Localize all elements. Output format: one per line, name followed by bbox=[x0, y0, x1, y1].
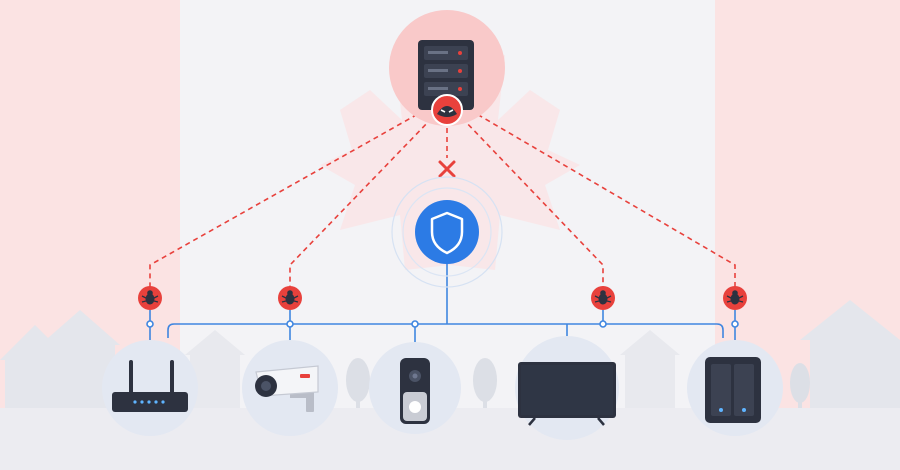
compromised-server bbox=[389, 10, 505, 126]
node-camera bbox=[286, 320, 294, 328]
maple-leaf bbox=[320, 20, 580, 270]
virus-bug-icon-camera bbox=[278, 286, 302, 310]
server-icon bbox=[418, 40, 474, 110]
shield-ring-inner bbox=[402, 187, 492, 277]
tree-2 bbox=[473, 358, 497, 410]
attack-lines bbox=[149, 109, 736, 290]
shield-badge bbox=[415, 200, 479, 264]
smart-tv-icon bbox=[518, 362, 616, 426]
node-router bbox=[146, 320, 154, 328]
house-left-3 bbox=[185, 330, 245, 410]
shield-ring-outer bbox=[391, 176, 503, 288]
house-right-1 bbox=[800, 300, 900, 410]
network-nodes bbox=[146, 320, 739, 382]
network-bus bbox=[167, 323, 724, 338]
network-storage-icon bbox=[705, 357, 761, 423]
virus-badges bbox=[138, 286, 747, 310]
protection-shield bbox=[391, 176, 503, 288]
virus-bug-icon-router bbox=[138, 286, 162, 310]
security-camera-icon bbox=[255, 365, 319, 412]
node-tv bbox=[599, 320, 607, 328]
tree-1 bbox=[346, 358, 370, 410]
device-camera bbox=[242, 340, 338, 436]
node-doorbell bbox=[411, 320, 419, 328]
attack-line-tv bbox=[461, 117, 604, 290]
tree-3 bbox=[790, 363, 810, 410]
virus-bug-icon-nas bbox=[723, 286, 747, 310]
device-nas bbox=[687, 340, 783, 436]
shield-icon bbox=[430, 211, 464, 255]
device-tv bbox=[515, 336, 619, 440]
house-right-2 bbox=[620, 330, 680, 410]
attack-line-router bbox=[149, 109, 426, 290]
node-nas bbox=[731, 320, 739, 328]
wifi-router-icon bbox=[112, 360, 188, 412]
device-router bbox=[102, 340, 198, 436]
hacker-mask-icon bbox=[431, 94, 463, 126]
video-doorbell-icon bbox=[400, 358, 430, 424]
virus-bug-icon-tv bbox=[591, 286, 615, 310]
device-circle bbox=[102, 340, 198, 436]
device-doorbell bbox=[369, 342, 461, 434]
attack-line-nas bbox=[469, 109, 736, 290]
blocked-x-icon bbox=[438, 160, 456, 178]
